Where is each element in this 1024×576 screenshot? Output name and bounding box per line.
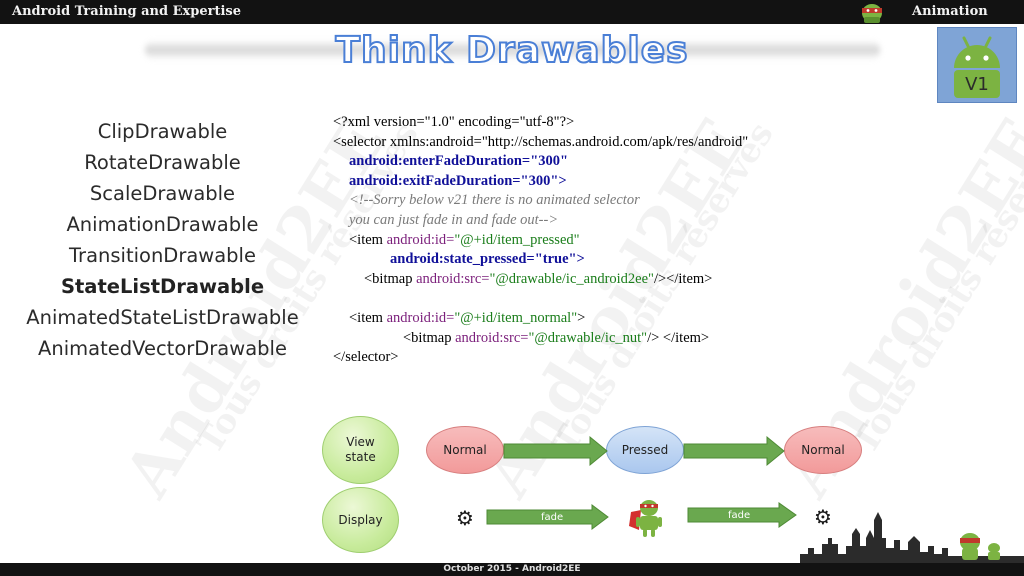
code-attr-enter-fade: android:enterFadeDuration= [349, 153, 531, 170]
code-value-exit-fade: "300"> [520, 172, 567, 189]
code-namespace: "http://schemas.android.com/apk/res/andr… [481, 133, 749, 150]
code-line-comment-2: you can just fade in and fade out--> [349, 211, 559, 228]
code-line-item-normal: <item android:id="@+id/item_normal"> [333, 309, 933, 329]
view-state-ellipse: View state [322, 416, 399, 484]
fade-label-2: fade [728, 510, 751, 521]
code-line-enter-fade: android:enterFadeDuration="300" [333, 152, 933, 172]
code-line-selector-close: </selector> [333, 349, 399, 366]
code-value-src: "@drawable/ic_nut" [528, 329, 648, 346]
code-value-src: "@drawable/ic_android2ee" [489, 270, 654, 287]
code-line-exit-fade: android:exitFadeDuration="300"> [333, 172, 933, 192]
city-android-mascot-icon [960, 533, 980, 560]
code-attr-src: android:src= [455, 329, 529, 346]
android-head-icon: V1 [954, 36, 1000, 98]
code-item-tag: <item [349, 231, 387, 248]
code-xml-decl: <?xml version="1.0" encoding="utf-8"?> [333, 114, 575, 130]
code-value-enter-fade: "300" [530, 153, 569, 170]
header-right-title: Animation [912, 4, 988, 19]
nut-gear-icon-1: ⚙ [456, 506, 474, 530]
code-attr-src: android:src= [416, 270, 490, 287]
fade-label-1: fade [541, 512, 564, 523]
city-android-small-icon [988, 543, 1000, 560]
drawable-list-item: ScaleDrawable [89, 182, 236, 205]
code-line-bitmap-android2ee: <bitmap android:src="@drawable/ic_androi… [333, 270, 933, 290]
bottom-bar: October 2015 - Android2EE [0, 563, 1024, 576]
code-bitmap-tag: <bitmap [403, 329, 456, 346]
code-line-blank [333, 289, 933, 309]
version-label: V1 [965, 74, 989, 95]
drawable-list-item: TransitionDrawable [69, 244, 256, 267]
city-skyline-illustration [800, 512, 1024, 564]
title-shadow [145, 40, 880, 60]
code-line-xml-decl: <?xml version="1.0" encoding="utf-8"?> [333, 113, 933, 133]
code-value-state-pressed: "true"> [534, 251, 585, 268]
state-pressed: Pressed [606, 426, 684, 474]
code-line-state-pressed: android:state_pressed="true"> [333, 250, 933, 270]
state-normal-1: Normal [426, 426, 504, 474]
code-line-bitmap-nut: <bitmap android:src="@drawable/ic_nut"/>… [333, 329, 933, 349]
code-item-tag: <item [349, 309, 387, 326]
code-line-item-pressed: <item android:id="@+id/item_pressed" [333, 231, 933, 251]
code-attr-exit-fade: android:exitFadeDuration= [349, 172, 521, 189]
code-line-comment-1: <!--Sorry below v21 there is no animated… [349, 192, 640, 209]
code-close: /></item> [653, 270, 713, 287]
code-attr-state-pressed: android:state_pressed= [390, 251, 535, 268]
display-ellipse: Display [322, 487, 399, 553]
code-close: /> </item> [647, 329, 710, 346]
code-close: > [577, 309, 586, 326]
code-attr-id: android:id= [386, 309, 455, 326]
footer-text: October 2015 - Android2EE [443, 564, 581, 574]
top-bar: Android Training and Expertise Animation [0, 0, 1024, 24]
android-superhero-icon [629, 500, 662, 537]
drawable-list-item: AnimatedStateListDrawable [26, 306, 299, 329]
drawable-list-item: AnimationDrawable [66, 213, 259, 236]
drawable-list-item-active: StateListDrawable [60, 275, 265, 298]
nut-gear-icon-2: ⚙ [814, 505, 832, 529]
code-block: <?xml version="1.0" encoding="utf-8"?> <… [333, 113, 933, 368]
slide-title: Think Drawables [334, 29, 689, 72]
version-badge: V1 [937, 27, 1017, 103]
code-value-id: "@+id/item_pressed" [454, 231, 580, 248]
arrow-pressed-to-normal [683, 435, 785, 467]
drawable-list: ClipDrawable RotateDrawable ScaleDrawabl… [10, 116, 315, 364]
android-mascot-icon [862, 4, 882, 23]
code-bitmap-tag: <bitmap [364, 270, 417, 287]
code-value-id: "@+id/item_normal" [454, 309, 578, 326]
code-attr-id: android:id= [386, 231, 455, 248]
header-left-title: Android Training and Expertise [12, 4, 241, 19]
drawable-list-item: AnimatedVectorDrawable [38, 337, 287, 360]
drawable-list-item: RotateDrawable [84, 151, 241, 174]
code-selector-open: <selector xmlns:android= [333, 133, 482, 150]
code-line-selector: <selector xmlns:android="http://schemas.… [333, 133, 933, 153]
state-normal-2: Normal [784, 426, 862, 474]
drawable-list-item: ClipDrawable [97, 120, 228, 143]
